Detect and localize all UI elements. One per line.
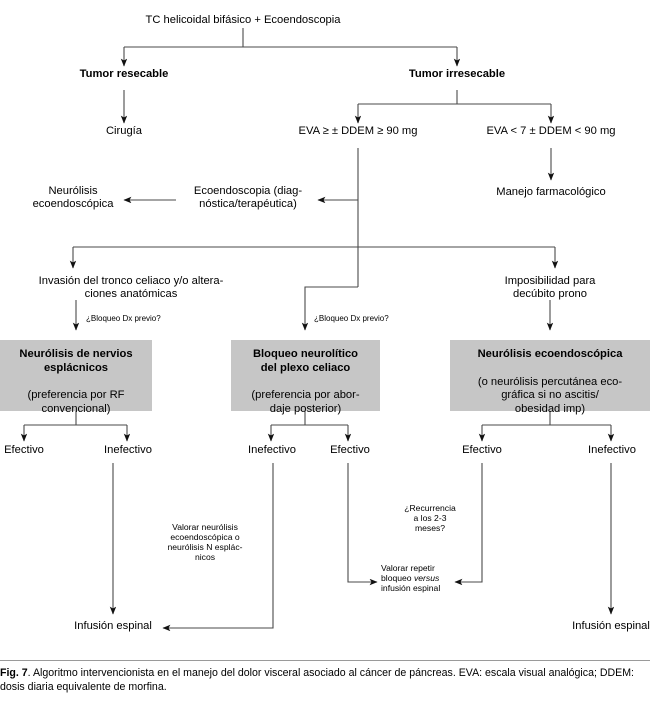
label-bloqueo-dx-previo-left: ¿Bloqueo Dx previo?: [86, 314, 161, 323]
outcome-right-ineffective: Inefectivo: [588, 444, 636, 456]
box-bloqueo-plexo-celiaco[interactable]: Bloqueo neurolítico del plexo celiaco (p…: [231, 340, 380, 415]
repeat-text-versus: versus: [413, 573, 440, 584]
node-manejo-farmacologico: Manejo farmacológico: [496, 186, 606, 198]
outcome-right-effective: Efectivo: [462, 444, 502, 456]
node-ecoendoscopia: Ecoendoscopia (diag- nóstica/terapéutica…: [193, 185, 303, 211]
label-bloqueo-dx-previo-mid: ¿Bloqueo Dx previo?: [314, 314, 389, 323]
edge-spine-to-midbox: [301, 286, 358, 331]
box-left-head: Neurólisis de nervios esplácnicos: [19, 348, 133, 374]
node-eva-low: EVA < 7 ± DDEM < 90 mg: [486, 125, 616, 137]
caption-figure-label: Fig. 7: [0, 667, 28, 679]
terminal-infusion-espinal-right: Infusión espinal: [572, 620, 650, 632]
box-neurolisis-ecoendoscopica[interactable]: Neurólisis ecoendoscópica (o neurólisis …: [450, 340, 650, 415]
box-mid-head: Bloqueo neurolítico del plexo celiaco: [252, 348, 359, 374]
repeat-text-post: infusión espinal: [381, 583, 441, 594]
box-mid-sub: (preferencia por abor- daje posterior): [251, 389, 360, 415]
box-right-head: Neurólisis ecoendoscópica: [477, 348, 623, 361]
annotation-valorar-repetir-bloqueo: Valorar repetir bloqueo versus infusión …: [381, 563, 459, 593]
outcome-mid-effective: Efectivo: [330, 444, 370, 456]
box-left-sub: (preferencia por RF convencional): [27, 389, 125, 415]
outcome-mid-ineffective: Inefectivo: [248, 444, 296, 456]
repeat-text-pre: Valorar repetir bloqueo: [381, 563, 435, 584]
node-neurolisis-ecoendoscopica: Neurólisis ecoendoscópica: [32, 185, 114, 211]
box-neurolisis-nervios-esplacnicos[interactable]: Neurólisis de nervios esplácnicos (prefe…: [0, 340, 152, 415]
node-tumor-irresectable: Tumor irresecable: [408, 68, 506, 80]
annotation-recurrencia: ¿Recurrencia a los 2-3 meses?: [404, 503, 456, 534]
terminal-infusion-espinal-left: Infusión espinal: [74, 620, 152, 632]
node-cirugia: Cirugía: [105, 125, 143, 137]
node-imposibilidad-decubito-prono: Imposibilidad para decúbito prono: [504, 275, 596, 301]
outcome-left-ineffective: Inefectivo: [104, 444, 152, 456]
caption-divider: [0, 660, 650, 661]
node-eva-high: EVA ≥ ± DDEM ≥ 90 mg: [298, 125, 418, 137]
node-root: TC helicoidal bifásico + Ecoendoscopia: [145, 14, 341, 26]
edge-mideffective-to-repeat: [347, 463, 378, 586]
node-invasion-tronco-celiaco: Invasión del tronco celiaco y/o altera- …: [38, 275, 224, 301]
annotation-valorar-neurolisis: Valorar neurólisis ecoendoscópica o neur…: [167, 522, 243, 563]
figure-caption: Fig. 7. Algoritmo intervencionista en el…: [0, 666, 650, 694]
outcome-left-effective: Efectivo: [4, 444, 44, 456]
box-right-sub: (o neurólisis percutánea eco- gráfica si…: [477, 375, 623, 415]
node-tumor-resectable: Tumor resecable: [79, 68, 169, 80]
caption-body: . Algoritmo intervencionista en el manej…: [0, 667, 634, 694]
